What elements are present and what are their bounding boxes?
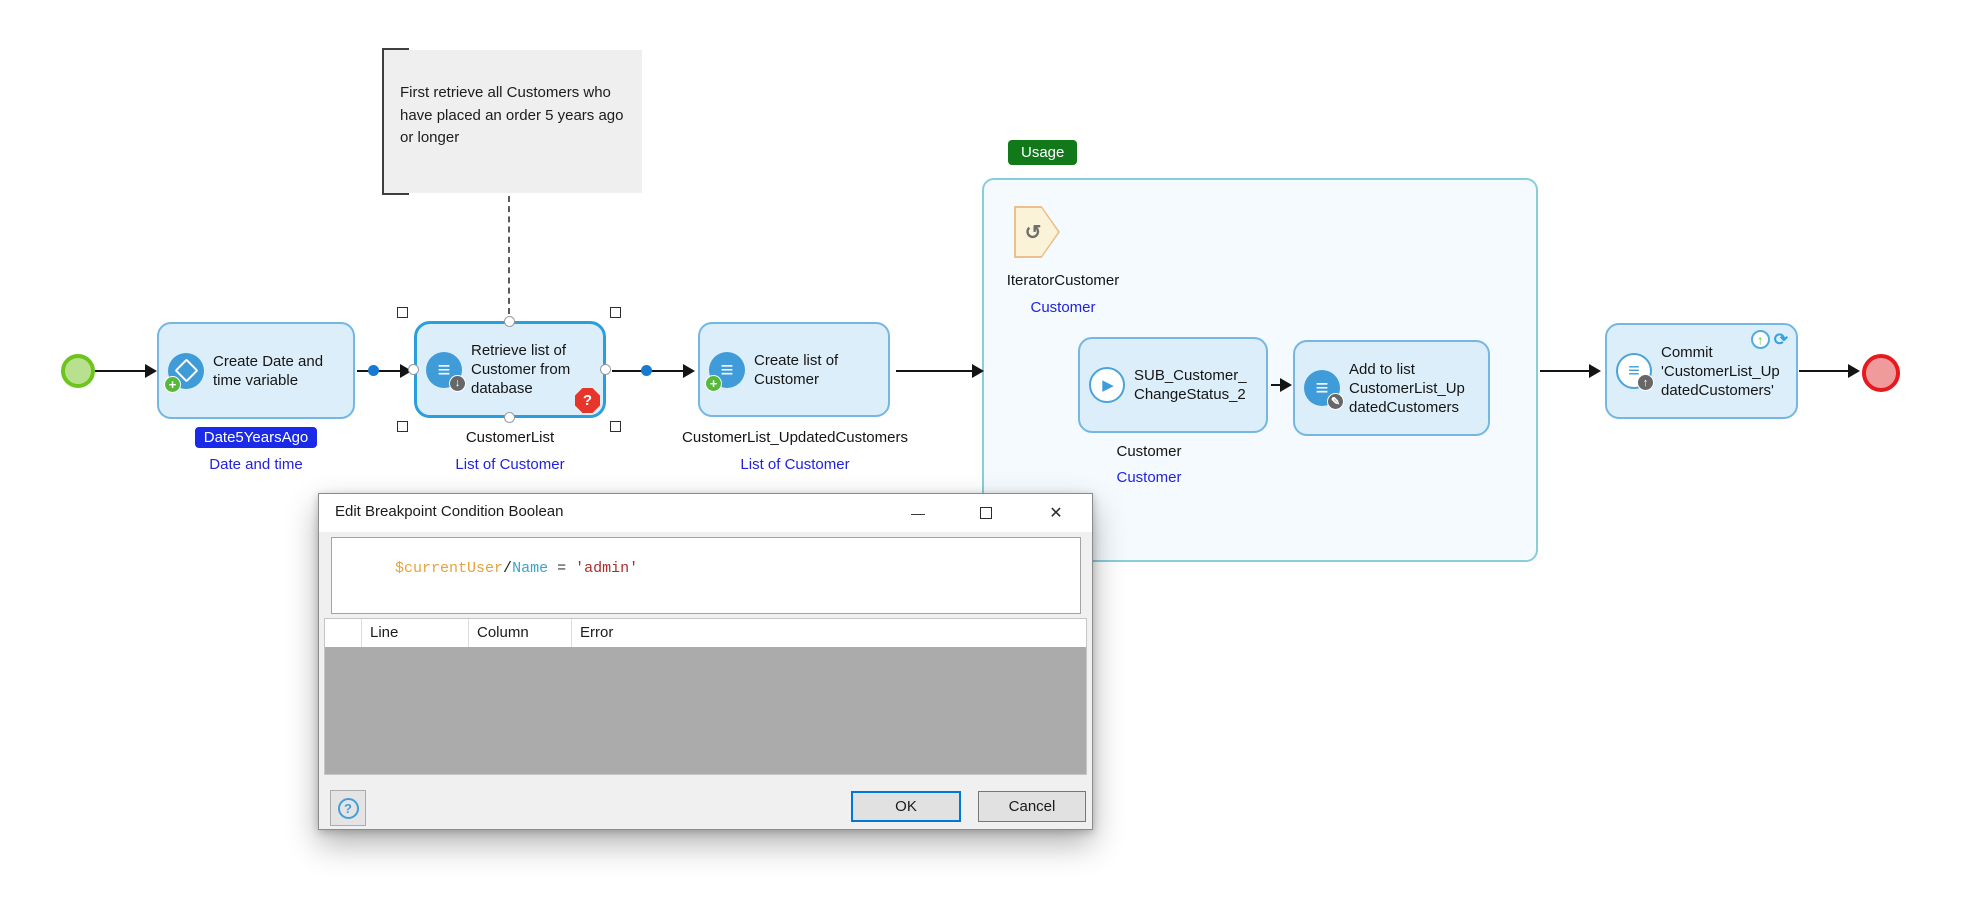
activity-label: Retrieve list of Customer from database <box>471 342 571 397</box>
sequence-flow-line <box>357 370 401 372</box>
activity-create-list[interactable]: ≡ + Create list of Customer <box>698 322 890 417</box>
column-header-icon <box>325 619 361 647</box>
breakpoint-badge[interactable]: ? <box>575 388 600 413</box>
activity-label: Create Date and time variable <box>213 352 324 389</box>
iterator-name-label: IteratorCustomer <box>1006 272 1120 289</box>
variable-name-badge: Date5YearsAgo <box>194 427 318 448</box>
activity-commit[interactable]: ≡ ↑ Commit 'CustomerList_UpdatedCustomer… <box>1605 323 1798 419</box>
selection-handle[interactable] <box>610 307 621 318</box>
end-event[interactable] <box>1862 354 1900 392</box>
activity-call-microflow[interactable]: ▶ SUB_Customer_ChangeStatus_2 <box>1078 337 1268 433</box>
activity-label: Create list of Customer <box>754 351 839 388</box>
variable-type-label: Date and time <box>209 456 303 473</box>
sequence-flow-line <box>1799 370 1849 372</box>
selection-handle[interactable] <box>397 421 408 432</box>
call-microflow-icon: ▶ <box>1089 367 1125 403</box>
selection-handle[interactable] <box>397 307 408 318</box>
variable-type-label: Customer <box>1116 469 1182 486</box>
selection-handle[interactable] <box>610 421 621 432</box>
plus-badge-icon: + <box>164 375 181 393</box>
selection-handle[interactable] <box>504 316 515 327</box>
activity-create-variable[interactable]: + Create Date and time variable <box>157 322 355 419</box>
variable-name-label: Customer <box>1116 443 1182 460</box>
create-list-icon: ≡ + <box>705 351 745 392</box>
maximize-icon <box>980 507 992 519</box>
variable-name-label: CustomerList_UpdatedCustomers <box>682 429 908 446</box>
sequence-flow-arrowhead <box>1589 364 1601 378</box>
activity-label: Add to list CustomerList_UpdatedCustomer… <box>1349 360 1465 416</box>
column-header-column[interactable]: Column <box>468 619 571 647</box>
activity-add-to-list[interactable]: ≡ ✎ Add to list CustomerList_UpdatedCust… <box>1293 340 1490 436</box>
cancel-button[interactable]: Cancel <box>978 791 1086 822</box>
upload-badge-icon: ↑ <box>1637 374 1654 391</box>
connector-dot[interactable] <box>641 365 652 376</box>
variable-name-label: CustomerList <box>465 429 555 446</box>
connector-dot[interactable] <box>368 365 379 376</box>
create-variable-icon: + <box>164 352 204 393</box>
selection-handle[interactable] <box>600 364 611 375</box>
ok-button[interactable]: OK <box>851 791 961 822</box>
usage-badge[interactable]: Usage <box>1008 140 1078 165</box>
annotation-note[interactable]: First retrieve all Customers who have pl… <box>382 48 642 195</box>
sequence-flow-line <box>95 370 147 372</box>
maximize-button[interactable] <box>963 494 1009 532</box>
retrieve-icon: ≡ ↓ <box>426 351 466 392</box>
dialog-title: Edit Breakpoint Condition Boolean <box>335 503 564 520</box>
loop-icon: ↺ <box>1024 221 1042 244</box>
sequence-flow-line <box>1540 370 1590 372</box>
edit-badge-icon: ✎ <box>1327 393 1344 410</box>
dialog-titlebar[interactable]: Edit Breakpoint Condition Boolean — ✕ <box>319 494 1092 532</box>
download-badge-icon: ↓ <box>449 374 466 392</box>
annotation-connector <box>508 196 510 314</box>
expression-text: $currentUser/Name = 'admin' <box>395 560 639 577</box>
sequence-flow-arrowhead <box>1280 378 1292 392</box>
help-icon: ? <box>337 797 359 819</box>
error-list-header: Line Column Error <box>325 619 1086 647</box>
sequence-flow-line <box>896 370 974 372</box>
refresh-in-client-icon: ↑ <box>1750 330 1770 349</box>
dialog-edit-breakpoint-condition: Edit Breakpoint Condition Boolean — ✕ $c… <box>318 493 1093 830</box>
variable-type-label: List of Customer <box>455 456 565 473</box>
sequence-flow-line <box>1271 384 1281 386</box>
start-event[interactable] <box>61 354 95 388</box>
selection-handle[interactable] <box>504 412 515 423</box>
error-list-empty-area <box>325 647 1086 774</box>
plus-badge-icon: + <box>705 374 722 392</box>
error-list: Line Column Error <box>324 618 1087 775</box>
sync-icon: ⟳ <box>1773 330 1788 349</box>
help-button[interactable]: ? <box>330 790 366 826</box>
expression-editor[interactable]: $currentUser/Name = 'admin' <box>331 537 1081 614</box>
variable-type-label: List of Customer <box>740 456 850 473</box>
activity-label: SUB_Customer_ChangeStatus_2 <box>1134 367 1247 403</box>
sequence-flow-arrowhead <box>145 364 157 378</box>
column-header-error[interactable]: Error <box>571 619 1086 647</box>
column-header-line[interactable]: Line <box>361 619 468 647</box>
iterator-type-label: Customer <box>1030 299 1096 316</box>
sequence-flow-arrowhead <box>683 364 695 378</box>
close-button[interactable]: ✕ <box>1049 505 1063 522</box>
change-list-icon: ≡ ✎ <box>1304 370 1344 410</box>
commit-icon: ≡ ↑ <box>1616 353 1654 391</box>
activity-label: Commit 'CustomerList_UpdatedCustomers' <box>1661 343 1780 399</box>
sequence-flow-arrowhead <box>972 364 984 378</box>
minimize-button[interactable]: — <box>911 505 925 521</box>
selection-handle[interactable] <box>408 364 419 375</box>
sequence-flow-arrowhead <box>1848 364 1860 378</box>
annotation-text: First retrieve all Customers who have pl… <box>400 84 624 146</box>
